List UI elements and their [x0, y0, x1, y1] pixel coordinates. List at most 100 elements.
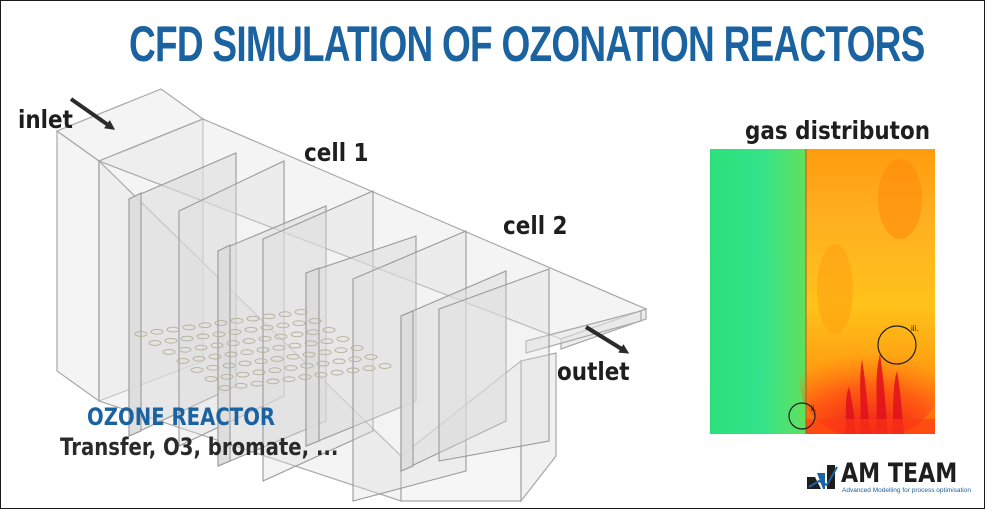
- diffuser: [284, 365, 298, 371]
- diffuser: [218, 385, 232, 391]
- diffuser: [270, 356, 284, 362]
- diffuser: [242, 338, 256, 344]
- diffuser: [238, 360, 252, 367]
- inlet-arrow: [69, 97, 116, 130]
- diffuser: [228, 329, 242, 335]
- diffuser: [206, 364, 220, 371]
- diffuser: [288, 342, 302, 349]
- marker-iii-text: iii.: [911, 324, 919, 333]
- diffuser: [214, 320, 228, 326]
- diffuser: [226, 340, 240, 347]
- logo-mark-icon: [807, 465, 838, 489]
- diffuser: [260, 324, 274, 331]
- diffuser: [300, 362, 314, 369]
- diffuser: [332, 358, 346, 365]
- diffuser: [222, 362, 236, 369]
- diffuser: [166, 326, 180, 333]
- diffuser: [274, 333, 288, 340]
- marker-iii-circle: [877, 325, 917, 365]
- diffuser: [134, 331, 148, 337]
- reactor-name: OZONE REACTOR: [87, 403, 276, 431]
- diffuser: [220, 373, 234, 380]
- diffuser: [282, 376, 296, 383]
- diffuser: [190, 367, 204, 373]
- diffuser: [164, 337, 178, 344]
- diffuser: [224, 351, 238, 358]
- diffuser: [336, 336, 350, 342]
- diffuser-grid: [134, 309, 392, 391]
- diffuser: [362, 365, 376, 372]
- diffuser: [148, 340, 162, 346]
- diffuser: [276, 322, 290, 329]
- diffuser: [230, 317, 244, 324]
- diffuser: [180, 335, 194, 342]
- reactor-parameters: Transfer, O3, bromate, ...: [60, 433, 339, 461]
- diffuser: [290, 331, 304, 338]
- diffuser: [240, 349, 254, 356]
- diffuser: [330, 369, 344, 376]
- diffuser: [150, 328, 164, 335]
- am-team-logo: AM TEAM Advanced Modelling for process o…: [805, 458, 975, 497]
- diffuser: [294, 309, 308, 315]
- diffuser: [258, 335, 272, 342]
- gas-contour-plot: ii. iii.: [710, 149, 935, 434]
- diffuser: [236, 371, 250, 378]
- diffuser: [308, 318, 322, 324]
- contour-left-zone: [710, 149, 806, 434]
- diffuser: [306, 329, 320, 336]
- diffuser: [250, 380, 264, 387]
- diffuser: [182, 324, 196, 331]
- diffuser: [314, 371, 328, 378]
- diffuser: [210, 342, 224, 349]
- cell-2-label: cell 2: [503, 211, 568, 240]
- outlet-arrow: [584, 325, 630, 354]
- diffuser: [196, 333, 210, 340]
- diffuser: [194, 344, 208, 351]
- diffuser: [278, 311, 292, 318]
- diffuser: [350, 345, 364, 351]
- diffuser: [252, 369, 266, 376]
- marker-ii-text: ii.: [811, 404, 817, 413]
- outlet-label: outlet: [557, 357, 630, 386]
- diffuser: [292, 320, 306, 327]
- diffuser: [286, 353, 300, 360]
- diffuser: [346, 367, 360, 374]
- diffuser: [176, 358, 190, 364]
- diffuser: [266, 378, 280, 385]
- baffle: [438, 268, 550, 462]
- diffuser: [268, 367, 282, 374]
- marker-ii-circle: [788, 402, 816, 430]
- diffuser: [320, 338, 334, 345]
- diffuser: [234, 382, 248, 389]
- diffuser: [322, 327, 336, 333]
- inlet-label: inlet: [18, 105, 73, 134]
- diffuser: [318, 349, 332, 356]
- diffuser: [304, 340, 318, 347]
- diffuser: [364, 354, 378, 360]
- diffuser: [254, 358, 268, 365]
- logo-name: AM TEAM: [841, 458, 958, 489]
- diffuser: [256, 347, 270, 353]
- diffuser: [178, 346, 192, 353]
- diffuser: [378, 363, 392, 369]
- diffuser: [272, 344, 286, 351]
- diffuser: [162, 349, 176, 355]
- diffuser: [298, 374, 312, 380]
- diffuser: [204, 376, 218, 382]
- diffuser: [302, 351, 316, 358]
- diffuser: [246, 315, 260, 322]
- diffuser: [192, 355, 206, 362]
- gas-plumes: [845, 354, 904, 434]
- diffuser: [316, 360, 330, 367]
- diffuser: [212, 331, 226, 338]
- logo-tagline: Advanced Modelling for process optimisat…: [842, 487, 971, 494]
- diffuser: [334, 347, 348, 354]
- diffuser: [262, 313, 276, 320]
- diffuser: [208, 353, 222, 360]
- cell-1-label: cell 1: [304, 138, 369, 167]
- gas-distribution-label: gas distributon: [745, 116, 931, 145]
- page-title: CFD SIMULATION OF OZONATION REACTORS: [129, 16, 925, 72]
- diffuser: [198, 322, 212, 329]
